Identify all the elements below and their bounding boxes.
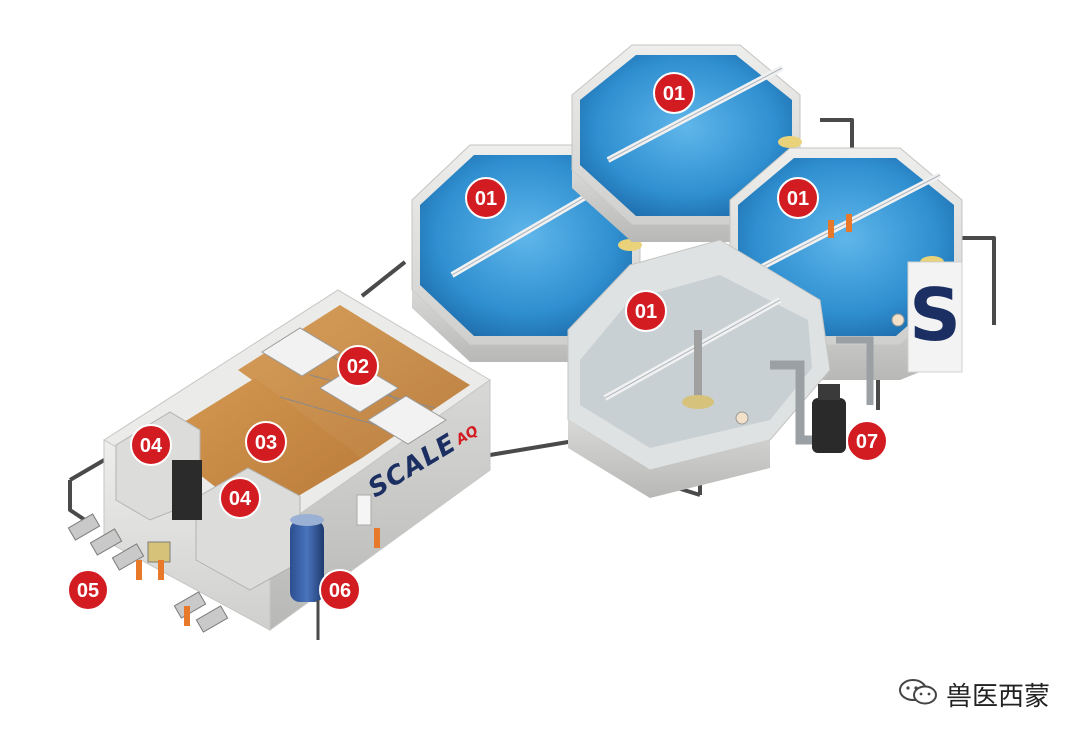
svg-text:06: 06 [329, 580, 351, 602]
oxygen-cone [290, 514, 324, 640]
svg-text:01: 01 [475, 188, 497, 210]
svg-text:02: 02 [347, 356, 369, 378]
wechat-icon [898, 677, 938, 712]
svg-text:03: 03 [255, 432, 277, 454]
badge-biofilter: 02 [337, 345, 379, 387]
svg-text:01: 01 [635, 301, 657, 323]
filter-trays [261, 327, 447, 445]
badge-tank-top: 01 [653, 72, 695, 114]
tank-s-logo: S [909, 273, 961, 357]
svg-text:05: 05 [77, 580, 99, 602]
degasser-pump-unit [770, 313, 905, 453]
badge-sump-b: 04 [219, 477, 261, 519]
svg-text:07: 07 [856, 431, 878, 453]
svg-text:01: 01 [663, 83, 685, 105]
badge-sump-a: 04 [130, 424, 172, 466]
fish-tank-top [571, 44, 802, 242]
watermark: 兽医西蒙 [898, 676, 1050, 713]
badge-tank-right: 01 [777, 177, 819, 219]
badge-degasser-pump: 07 [846, 420, 888, 462]
badge-tank-left: 01 [465, 177, 507, 219]
pump-set [67, 513, 229, 633]
badge-oxygen-cone: 06 [319, 569, 361, 611]
badge-sand-filter: 03 [245, 421, 287, 463]
svg-text:04: 04 [229, 488, 252, 510]
workers [136, 528, 380, 626]
watermark-text: 兽医西蒙 [945, 682, 1050, 712]
badge-tank-front: 01 [625, 290, 667, 332]
svg-text:01: 01 [787, 188, 809, 210]
badge-pumps: 05 [67, 569, 109, 611]
svg-text:04: 04 [140, 435, 163, 457]
